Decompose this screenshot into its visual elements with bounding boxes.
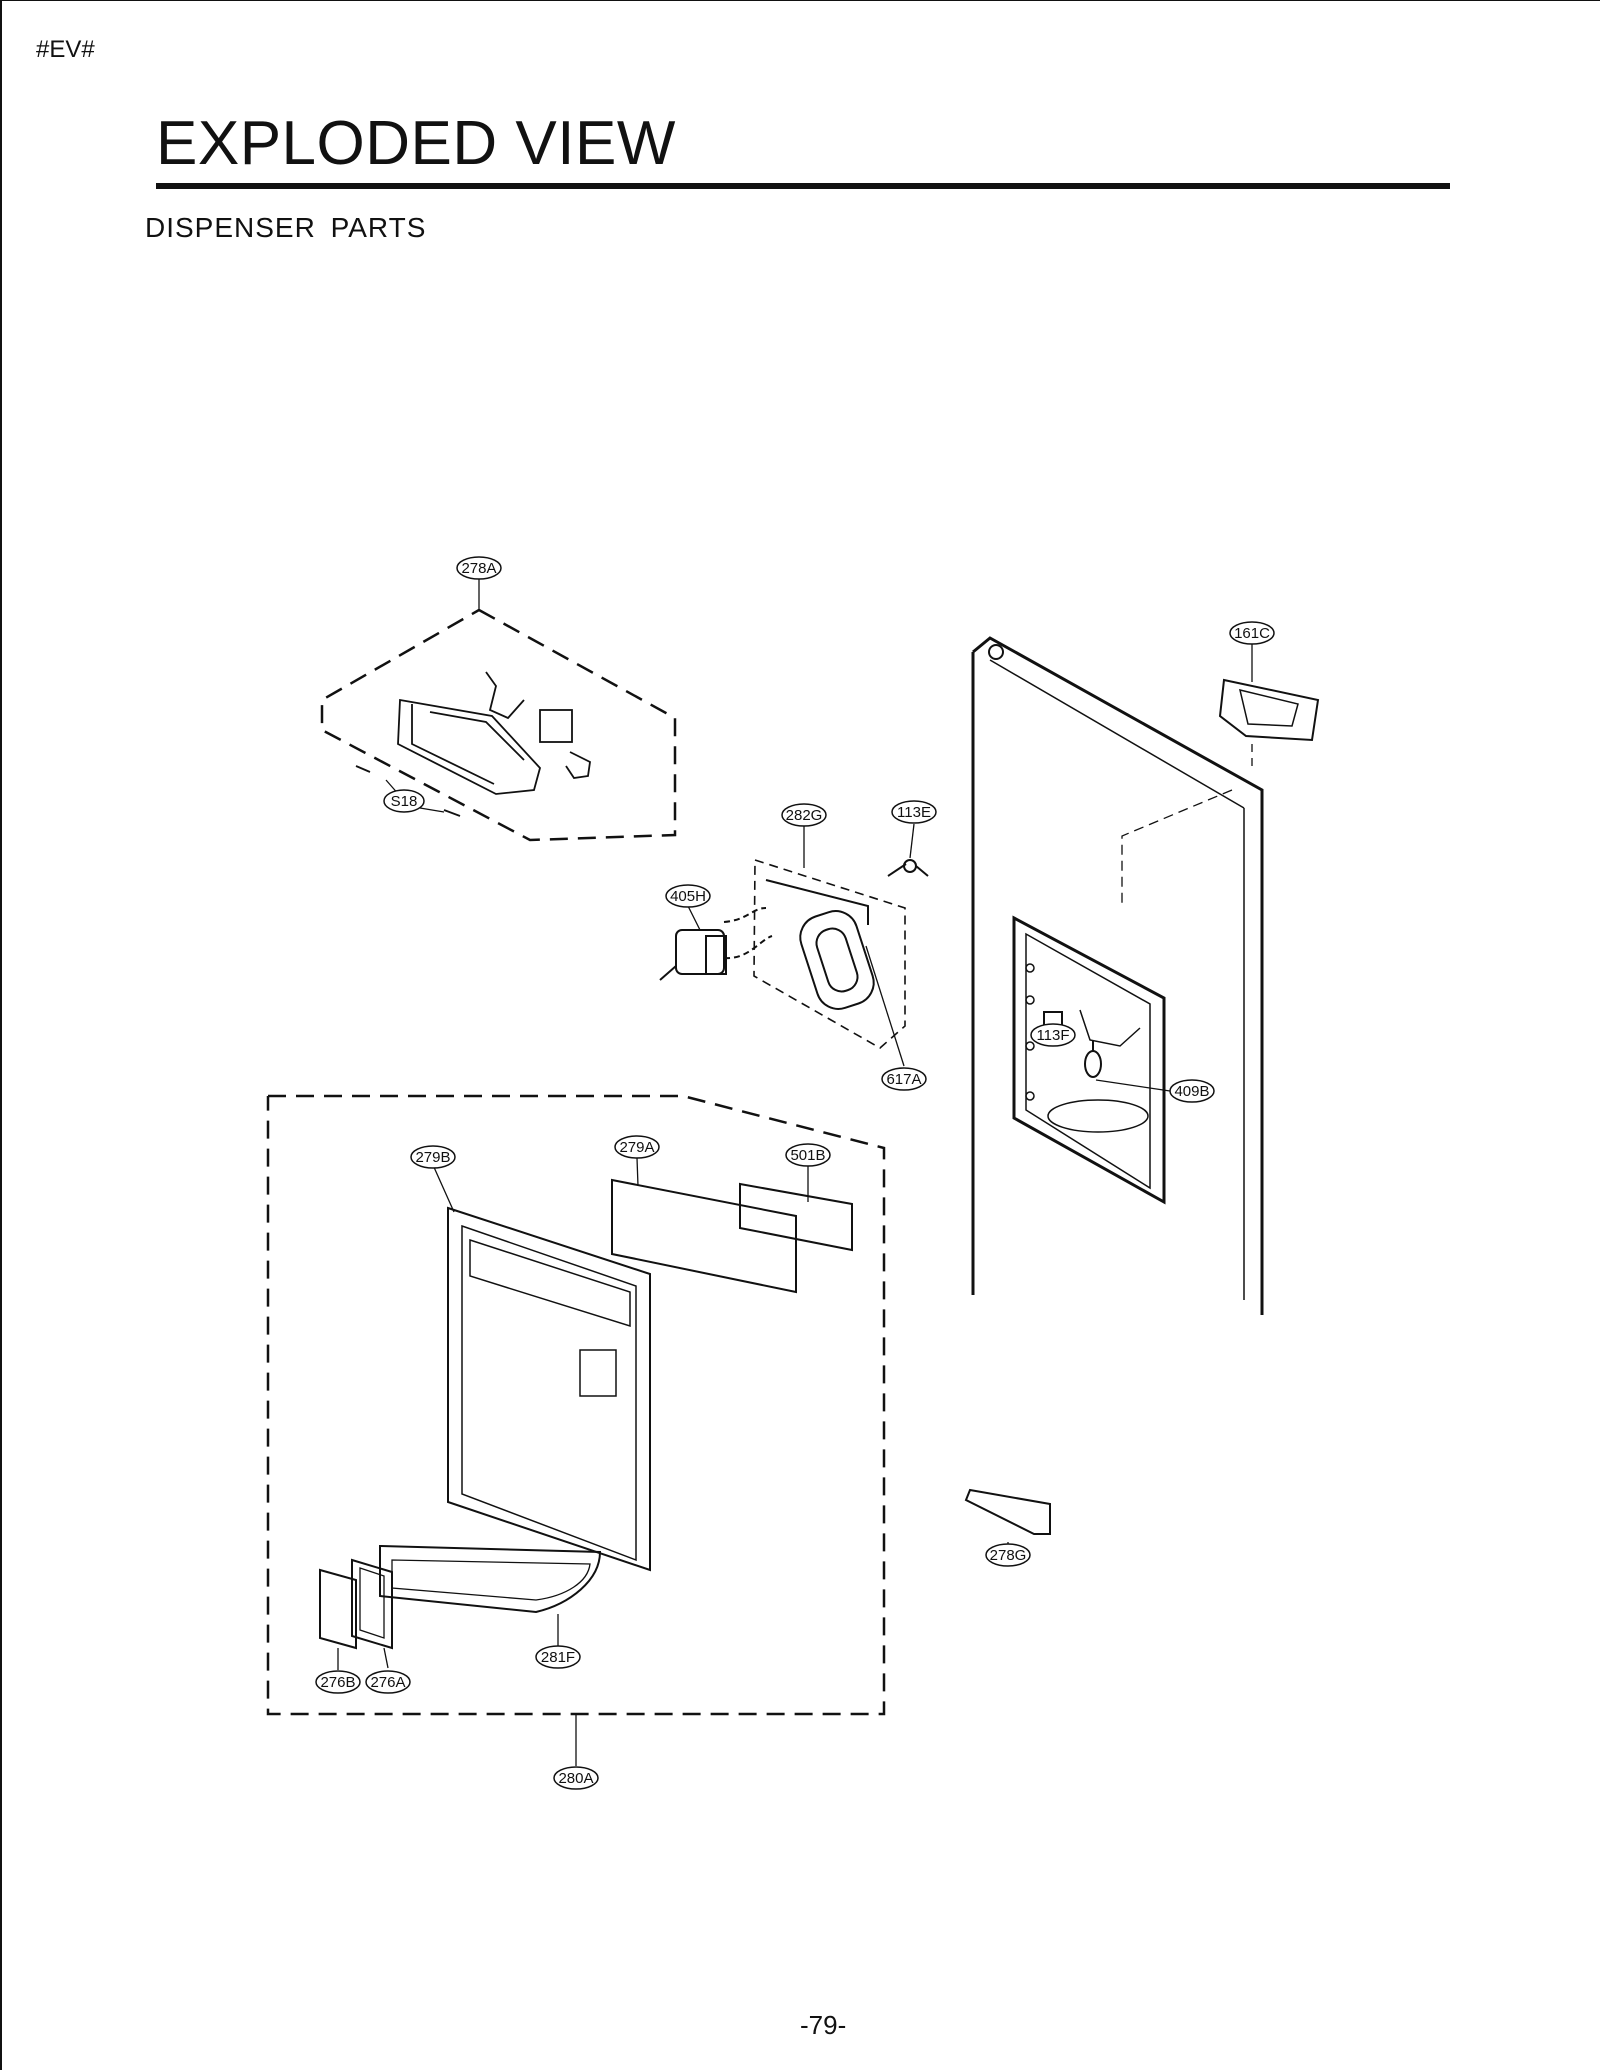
callout-405h: 405H	[670, 888, 706, 905]
section-code: #EV#	[36, 36, 95, 63]
part-113e	[887, 859, 929, 877]
callout-bubble	[665, 884, 711, 908]
callout-bubble	[410, 1145, 456, 1169]
callout-bubble	[383, 789, 425, 813]
part-617a	[765, 879, 875, 1010]
callout-280a: 280A	[558, 1770, 593, 1787]
callout-bubble	[985, 1543, 1031, 1567]
callout-279b: 279B	[415, 1149, 450, 1166]
dispenser-recess	[1012, 915, 1166, 1205]
callout-bubble	[891, 800, 937, 824]
callout-278g: 278G	[990, 1547, 1027, 1564]
door-panel	[971, 636, 1264, 1315]
callout-bubble	[614, 1135, 660, 1159]
part-276b	[319, 1568, 357, 1650]
callout-279a: 279A	[619, 1139, 654, 1156]
callout-409b: 409B	[1174, 1083, 1209, 1100]
part-281f	[379, 1544, 602, 1614]
group-278a	[320, 608, 677, 842]
callout-bubble	[535, 1645, 581, 1669]
callout-bubble	[785, 1143, 831, 1167]
callout-161c: 161C	[1234, 625, 1270, 642]
callout-282g: 282G	[786, 807, 823, 824]
callout-276a: 276A	[370, 1674, 405, 1691]
page-title: EXPLODED VIEW	[156, 109, 676, 178]
part-279b	[447, 1206, 651, 1572]
callout-278a: 278A	[461, 560, 496, 577]
leader-lines	[337, 578, 1253, 1766]
group-280a	[266, 1094, 886, 1716]
callout-281f: 281F	[541, 1649, 575, 1666]
title-rule	[156, 183, 1450, 189]
callout-bubble	[1169, 1079, 1215, 1103]
part-278a-assembly	[355, 671, 591, 817]
part-161c	[1218, 678, 1320, 742]
callout-bubble	[365, 1670, 411, 1694]
callout-bubble	[315, 1670, 361, 1694]
part-276a	[351, 1558, 393, 1650]
section-subtitle: DISPENSER PARTS	[145, 212, 427, 243]
callout-labels: 278A S18 161C 282G 113E 405H 113F 617A 4…	[320, 560, 1270, 1787]
group-282g	[753, 859, 906, 1049]
callouts	[315, 556, 1275, 1790]
callout-617a: 617A	[886, 1071, 921, 1088]
callout-bubble	[456, 556, 502, 580]
callout-113f: 113F	[1036, 1027, 1069, 1044]
callout-bubble	[881, 1067, 927, 1091]
part-279a	[611, 1178, 797, 1294]
callout-bubble	[1229, 621, 1275, 645]
part-501b	[739, 1182, 853, 1252]
callout-bubble	[781, 803, 827, 827]
callout-501b: 501B	[790, 1147, 825, 1164]
callout-bubble	[553, 1766, 599, 1790]
part-409b	[1084, 1040, 1102, 1078]
callout-276b: 276B	[320, 1674, 355, 1691]
callout-bubble	[1030, 1023, 1076, 1047]
part-278g	[964, 1488, 1051, 1535]
callout-s18: S18	[391, 793, 418, 810]
callout-113e: 113E	[897, 804, 931, 821]
page-number: -79-	[800, 2010, 847, 2040]
